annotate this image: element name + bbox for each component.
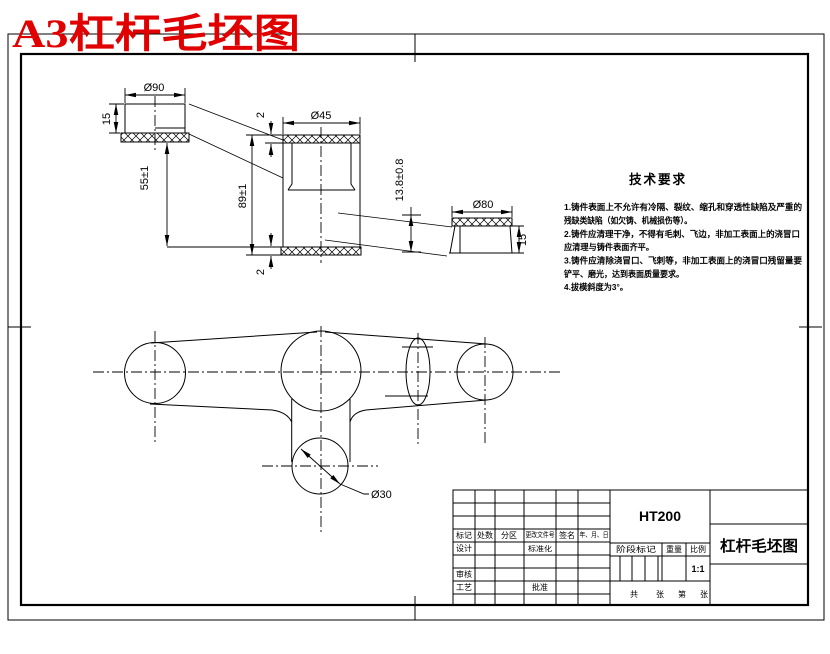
title-block-right-grid <box>710 523 808 565</box>
bottom-tangent-outline <box>149 399 488 462</box>
tb-sheet-unit-b: 张 <box>700 590 708 599</box>
dim-face-offset: 13.8±0.8 <box>394 159 406 202</box>
plan-centerlines <box>93 326 560 534</box>
tb-scale-value: 1:1 <box>691 564 704 574</box>
tb-approve-label: 批准 <box>532 582 548 592</box>
title-block: 标记 处数 分区 更改文件号 签名 年、月、日 设计 标准化 审核 工艺 批准 … <box>452 489 809 606</box>
tb-header-date: 年、月、日 <box>580 530 609 539</box>
page-title: A3杠杆毛坯图 <box>12 11 300 56</box>
dim-hole-dia: Ø30 <box>371 489 392 501</box>
tb-review-label: 审核 <box>456 569 472 579</box>
middle-boss-cavity <box>287 143 356 191</box>
tech-req-line: 残缺类缺陷（如欠铸、机械损伤等）。 <box>564 216 692 226</box>
tech-req-line: 3.铸件应清除浇冒口、飞刺等，非加工表面上的浇冒口残留量要 <box>564 256 803 266</box>
tb-drawing-title: 杠杆毛坯图 <box>720 537 798 555</box>
tb-sheet-unit-a: 张 <box>656 590 664 599</box>
centering-marks <box>8 34 822 620</box>
tb-design-label: 设计 <box>456 543 472 553</box>
tb-weight-label: 重量 <box>666 544 682 554</box>
tech-req-line: 应清理与铸件表面齐平。 <box>564 242 654 252</box>
dim-left-to-face: 55±1 <box>139 166 151 190</box>
dim-allowance-bottom: 2 <box>255 269 267 275</box>
tech-req-line: 2.铸件应清理干净，不得有毛刺、飞边，非加工表面上的浇冒口 <box>564 229 800 239</box>
right-boss-section-view: Ø80 15 <box>449 199 529 254</box>
middle-boss-circle <box>280 330 362 412</box>
dim-left-boss-height: 15 <box>101 113 113 125</box>
middle-boss-top-hatch <box>282 134 361 144</box>
tb-header-count: 处数 <box>477 530 493 540</box>
middle-boss-body <box>282 135 361 247</box>
tb-header-mark: 标记 <box>456 530 472 540</box>
sheet-borders <box>7 33 825 621</box>
dim-allowance-top: 2 <box>255 112 267 118</box>
tech-req-line: 4.拔模斜度为3°。 <box>564 282 628 292</box>
middle-boss-section-view: Ø45 2 89±1 2 13.8±0.8 <box>237 110 453 275</box>
tb-ordinal-label: 第 <box>678 589 686 599</box>
plan-view: Ø30 <box>93 326 560 534</box>
tb-header-signature: 签名 <box>559 530 575 540</box>
right-boss-body <box>449 225 514 254</box>
top-tangent-outline <box>150 331 488 345</box>
projection-lines-right <box>324 212 453 257</box>
dim-right-boss-dia: Ø80 <box>473 199 494 211</box>
tech-req-title: 技术要求 <box>629 172 687 187</box>
tb-stage-mark-label: 阶段标记 <box>616 544 656 554</box>
title-block-middle-grid <box>610 542 710 582</box>
tb-process-label: 工艺 <box>456 583 472 592</box>
dim-mid-boss-dia: Ø45 <box>311 110 332 122</box>
tech-req-line: 铲平、磨光，达到表面质量要求。 <box>564 269 684 279</box>
projection-lines-left <box>188 103 284 179</box>
tb-scale-label: 比例 <box>690 544 706 554</box>
bottom-boss-circle <box>291 437 349 495</box>
dim-mid-boss-height: 89±1 <box>237 184 249 208</box>
right-boss-hatch <box>451 217 513 227</box>
tb-standardization-label: 标准化 <box>528 544 552 553</box>
tb-total-label: 共 <box>630 590 638 599</box>
tb-header-change-doc: 更改文件号 <box>526 530 555 539</box>
ellipse-face-edges <box>385 346 433 397</box>
left-boss-section-view: Ø90 15 55±1 <box>101 82 284 248</box>
tech-req-line: 1.铸件表面上不允许有冷隔、裂纹、缩孔和穿透性缺陷及严重的 <box>564 202 803 212</box>
tb-header-zone: 分区 <box>501 531 517 540</box>
dim-right-boss-height: 15 <box>517 234 529 246</box>
title-block-columns <box>474 490 711 605</box>
tb-material: HT200 <box>639 508 681 524</box>
dim-left-boss-dia: Ø90 <box>144 82 165 94</box>
technical-requirements: 技术要求 1.铸件表面上不允许有冷隔、裂纹、缩孔和穿透性缺陷及严重的 残缺类缺陷… <box>564 172 803 292</box>
title-block-rows <box>453 502 610 595</box>
side-boss-ellipse <box>405 337 431 406</box>
